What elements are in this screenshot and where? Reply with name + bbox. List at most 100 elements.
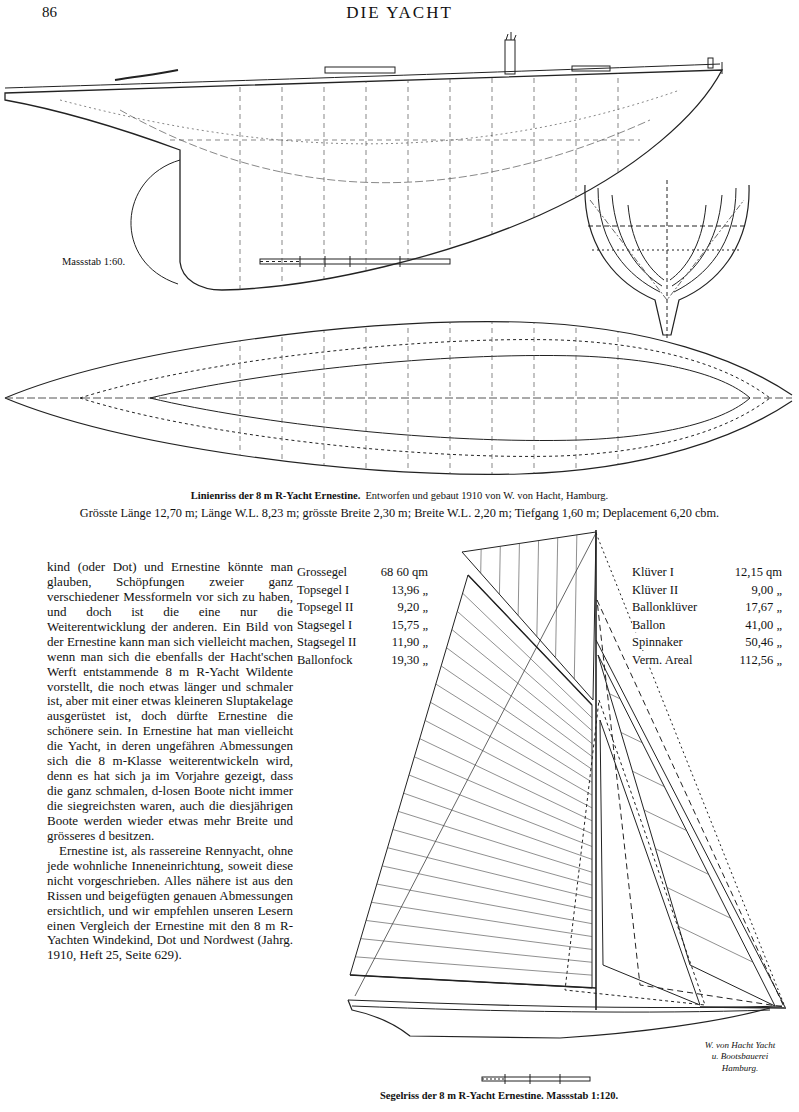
drawing-stroke bbox=[595, 530, 597, 1010]
scale-note: Massstab 1:60. bbox=[62, 256, 125, 268]
drawing-stroke bbox=[597, 600, 784, 1007]
drawing-stroke bbox=[482, 1077, 590, 1081]
drawing-stroke bbox=[560, 1074, 561, 1084]
sail-name: Grossegel bbox=[297, 565, 347, 579]
sail-name: Spinnaker bbox=[632, 635, 683, 649]
sail-plan bbox=[348, 530, 786, 1038]
sail-area-value: 13,96 „ bbox=[391, 583, 428, 597]
figure-caption: Linienriss der 8 m R-Yacht Ernestine. bbox=[191, 490, 361, 502]
drawing-stroke bbox=[621, 733, 642, 743]
sail-name: Ballonfock bbox=[297, 653, 353, 667]
drawing-stroke bbox=[628, 205, 664, 280]
drawing-stroke bbox=[5, 70, 722, 290]
drawing-stroke bbox=[260, 259, 450, 264]
drawing-stroke bbox=[700, 1007, 786, 1008]
drawing-stroke bbox=[506, 32, 516, 40]
drawing-stroke bbox=[170, 140, 640, 141]
drawing-stroke bbox=[596, 640, 785, 1007]
drawing-stroke bbox=[447, 648, 592, 757]
drawing-stroke bbox=[436, 684, 592, 782]
drawing-stroke bbox=[300, 256, 301, 267]
sail-area-value: 15,75 „ bbox=[391, 618, 428, 632]
sail-area-value: 19,30 „ bbox=[391, 653, 428, 667]
drawing-stroke bbox=[492, 60, 493, 300]
drawing-stroke bbox=[5, 322, 792, 398]
drawing-stroke bbox=[425, 720, 592, 807]
drawing-stroke bbox=[576, 60, 577, 300]
drawing-stroke bbox=[325, 67, 395, 73]
body-paragraph: Ernestine ist, als rassereine Rennyacht,… bbox=[47, 844, 293, 964]
dimension-line: Grösste Länge 12,70 m; Länge W.L. 8,23 m… bbox=[80, 506, 719, 520]
drawing-stroke bbox=[366, 920, 592, 949]
text-block: Linienriss der 8 m R-Yacht Ernestine.Ent… bbox=[0, 490, 799, 502]
drawing-stroke bbox=[618, 60, 619, 300]
half-breadth-plan bbox=[5, 310, 792, 490]
drawing-stroke bbox=[534, 310, 535, 490]
sail-name: Stagsegel II bbox=[297, 635, 356, 649]
sail-name: Verm. Areal bbox=[632, 653, 692, 667]
drawing-stroke bbox=[679, 926, 753, 962]
drawing-stroke bbox=[574, 535, 577, 679]
sail-name: Stagsegel I bbox=[297, 618, 352, 632]
drawing-stroke bbox=[598, 655, 775, 1006]
page-number: 86 bbox=[42, 4, 57, 21]
drawing-stroke bbox=[325, 256, 326, 267]
drawing-stroke bbox=[610, 694, 621, 699]
drawing-stroke bbox=[420, 739, 592, 821]
drawing-stroke bbox=[534, 60, 535, 300]
drawing-stroke bbox=[708, 58, 713, 68]
drawing-stroke bbox=[644, 810, 687, 831]
sail-name: Klüver I bbox=[632, 565, 674, 579]
drawing-stroke bbox=[260, 261, 300, 262]
drawing-stroke bbox=[598, 188, 660, 292]
drawing-stroke bbox=[393, 830, 592, 886]
drawing-stroke bbox=[240, 60, 241, 300]
drawing-stroke bbox=[404, 793, 592, 859]
sail-area-value: 17,67 „ bbox=[745, 600, 782, 614]
drawing-stroke bbox=[355, 533, 596, 996]
drawing-stroke bbox=[408, 310, 409, 490]
running-head: DIE YACHT bbox=[0, 3, 799, 23]
scale-bar bbox=[260, 256, 590, 1084]
profile-view bbox=[5, 32, 722, 300]
sail-area-value: 11,90 „ bbox=[392, 635, 428, 649]
drawing-stroke bbox=[518, 543, 519, 615]
drawing-stroke bbox=[80, 398, 770, 456]
drawing-stroke bbox=[282, 310, 283, 490]
drawing-stroke bbox=[537, 541, 539, 637]
drawing-stroke bbox=[5, 64, 720, 88]
drawing-stroke bbox=[400, 256, 401, 267]
drawing-stroke bbox=[722, 62, 723, 74]
drawing-stroke bbox=[324, 310, 325, 490]
drawing-stroke bbox=[482, 1079, 505, 1080]
drawing-stroke bbox=[588, 226, 746, 227]
sail-name: Ballonklüver bbox=[632, 600, 697, 614]
drawing-stroke bbox=[656, 849, 709, 875]
drawing-stroke bbox=[131, 160, 180, 284]
drawing-stroke bbox=[398, 811, 592, 872]
drawing-stroke bbox=[633, 771, 665, 786]
drawing-stroke bbox=[463, 593, 592, 718]
sail-area-value: 112,56 „ bbox=[739, 653, 782, 667]
drawing-stroke bbox=[480, 549, 481, 573]
drawing-stroke bbox=[596, 533, 785, 1007]
drawing-stroke bbox=[388, 848, 592, 898]
drawing-stroke bbox=[377, 884, 592, 924]
drawing-stroke bbox=[355, 957, 592, 975]
drawing-stroke bbox=[572, 66, 610, 71]
drawing-stroke bbox=[450, 310, 451, 490]
drawing-stroke bbox=[115, 70, 178, 80]
sail-name: Topsegel II bbox=[297, 600, 353, 614]
body-plan bbox=[585, 180, 749, 340]
drawing-stroke bbox=[361, 939, 592, 963]
drawing-stroke bbox=[348, 1000, 770, 1038]
sail-name: Klüver II bbox=[632, 583, 678, 597]
drawing-stroke bbox=[530, 1074, 531, 1084]
figure-caption: Segelriss der 8 m R-Yacht Ernestine. Mas… bbox=[380, 1090, 618, 1102]
drawing-stroke bbox=[60, 90, 680, 144]
sail-area-value: 50,46 „ bbox=[745, 635, 782, 649]
drawing-stroke bbox=[670, 205, 706, 280]
sail-name: Ballon bbox=[632, 618, 665, 632]
drawing-stroke bbox=[667, 180, 668, 340]
